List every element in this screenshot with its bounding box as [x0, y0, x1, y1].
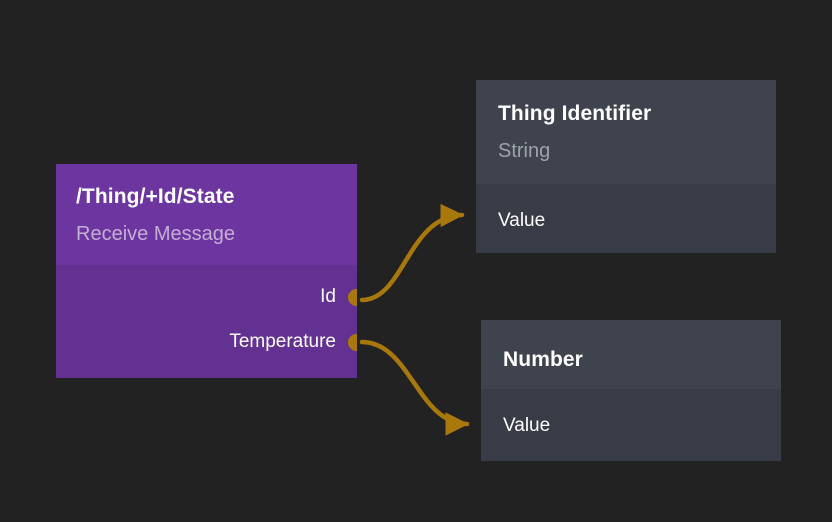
node-title: Number: [503, 348, 583, 371]
output-port-label: Id: [320, 286, 336, 307]
node-title: /Thing/+Id/State: [76, 185, 235, 208]
node-body: Id Temperature: [56, 265, 357, 378]
port-dot-icon[interactable]: [348, 288, 357, 306]
node-body: Value: [481, 389, 781, 461]
output-port-id[interactable]: Id: [320, 286, 357, 308]
output-port-label: Temperature: [229, 331, 336, 352]
node-title: Thing Identifier: [498, 102, 652, 125]
port-dot-icon[interactable]: [348, 333, 357, 351]
node-subtitle: Receive Message: [76, 223, 235, 245]
node-header: /Thing/+Id/State Receive Message: [56, 164, 357, 265]
node-thing-identifier[interactable]: Thing Identifier String Value: [476, 80, 776, 253]
node-receive-message[interactable]: /Thing/+Id/State Receive Message Id Temp…: [56, 164, 357, 378]
input-field-value[interactable]: Value: [498, 210, 546, 231]
wire-id-to-thing-identifier: [359, 203, 465, 303]
node-number[interactable]: Number Value: [481, 320, 781, 461]
node-body: Value: [476, 184, 776, 253]
input-field-value[interactable]: Value: [503, 415, 551, 436]
wire-temperature-to-number: [359, 339, 470, 436]
output-port-temperature[interactable]: Temperature: [229, 331, 357, 353]
node-header: Thing Identifier String: [476, 80, 776, 184]
node-header: Number: [481, 320, 781, 389]
node-subtitle: String: [498, 140, 551, 162]
